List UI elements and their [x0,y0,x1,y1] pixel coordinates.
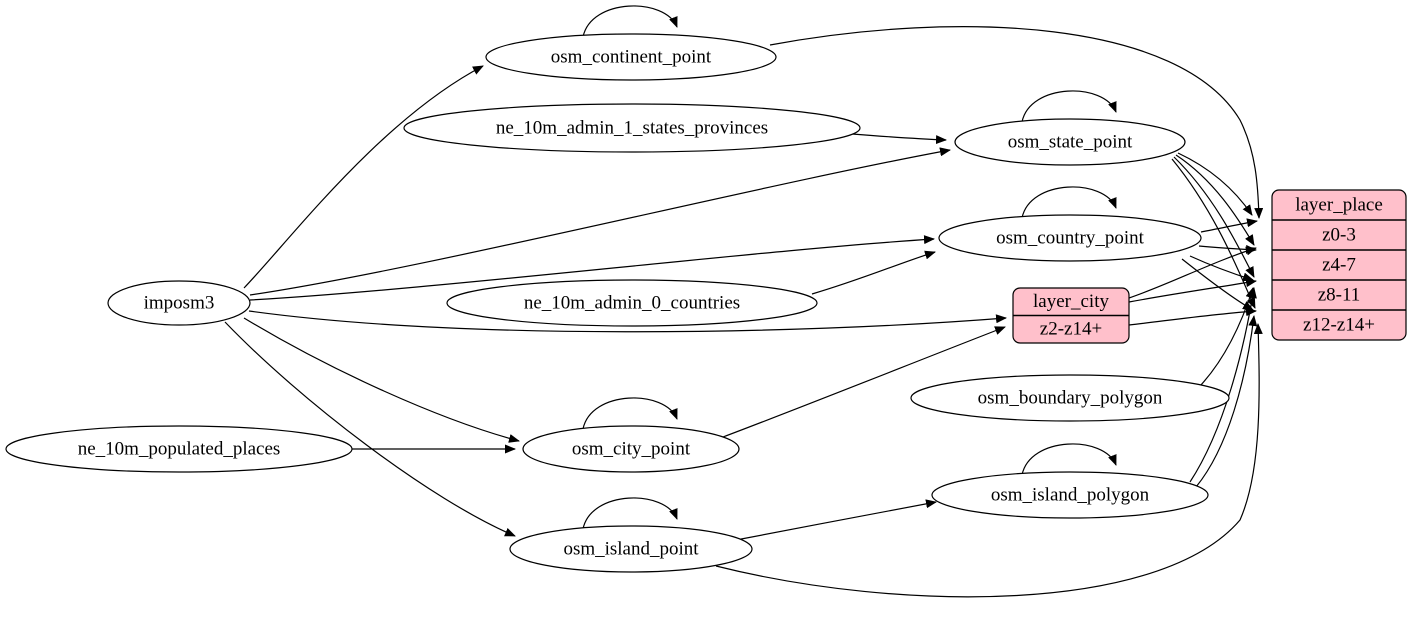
node-osm_continent_point[interactable]: osm_continent_point [485,33,777,81]
record-node-layer_city[interactable]: layer_city z2-z14+ [1012,287,1130,344]
edge-imposm3-to-osm_continent_point [243,65,484,289]
node-shape-ne_10m_populated_places [5,425,353,473]
self-loop-osm_island_polygon [1021,443,1117,476]
edge-layer_city-to-layer_place-z12-z14+ [1128,307,1257,326]
node-label-osm_boundary_polygon: osm_boundary_polygon [978,387,1163,408]
edge-ne_10m_admin_1_states_provinces-to-osm_state_point [851,133,947,145]
node-ne_10m_populated_places[interactable]: ne_10m_populated_places [5,425,353,473]
node-osm_state_point[interactable]: osm_state_point [954,118,1186,166]
record-row-label-layer_place-4[interactable]: z12-z14+ [1303,314,1375,335]
record-row-label-layer_city-0[interactable]: layer_city [1033,291,1109,312]
self-loop-osm_island_point [582,497,678,530]
node-osm_country_point[interactable]: osm_country_point [938,214,1202,262]
edge-layer_city-to-layer_place-z4-7 [1128,246,1257,299]
edge-osm_continent_point-to-layer_place-z0-3 [769,26,1264,219]
self-loop-osm_continent_point [582,5,678,38]
record-box-layer_place [1271,189,1407,341]
record-row-label-layer_place-2[interactable]: z4-7 [1322,254,1356,275]
node-label-osm_continent_point: osm_continent_point [551,46,712,67]
node-label-ne_10m_admin_0_countries: ne_10m_admin_0_countries [524,292,740,313]
edge-osm_country_point-to-layer_place-z12-z14+ [1181,258,1254,311]
edge-imposm3-to-osm_state_point [249,147,951,296]
node-shape-ne_10m_admin_0_countries [446,279,818,327]
edge-osm_country_point-to-layer_place-z8-11 [1189,255,1254,282]
node-label-osm_country_point: osm_country_point [996,227,1144,248]
edge-osm_city_point-to-layer_city [722,326,1006,438]
edge-imposm3-to-osm_country_point [249,235,935,301]
self-loop-osm_country_point [1021,186,1117,219]
record-row-label-layer_place-3[interactable]: z8-11 [1318,284,1361,305]
node-osm_island_polygon[interactable]: osm_island_polygon [931,471,1209,519]
node-label-osm_city_point: osm_city_point [572,438,691,459]
node-shape-ne_10m_admin_1_states_provinces [403,103,861,153]
record-row-label-layer_city-1[interactable]: z2-z14+ [1040,319,1102,340]
record-row-label-layer_place-0[interactable]: layer_place [1295,194,1383,215]
node-osm_island_point[interactable]: osm_island_point [509,525,753,573]
nodes-layer: imposm3 ne_10m_populated_places osm_contin… [5,33,1407,573]
edge-osm_state_point-to-layer_place-z4-7 [1175,154,1255,246]
node-osm_boundary_polygon[interactable]: osm_boundary_polygon [910,374,1230,422]
edge-imposm3-to-layer_city [248,310,1007,333]
node-imposm3[interactable]: imposm3 [107,280,251,326]
node-label-imposm3: imposm3 [144,292,215,313]
self-loop-osm_state_point [1021,90,1117,123]
self-loop-osm_city_point [582,397,678,430]
node-label-osm_island_point: osm_island_point [563,538,699,559]
node-shape-osm_state_point [954,118,1186,166]
edge-osm_country_point-to-layer_place-z0-3 [1200,218,1258,233]
edge-osm_state_point-to-layer_place-z0-3 [1177,152,1253,216]
node-osm_city_point[interactable]: osm_city_point [522,425,740,473]
node-shape-osm_city_point [522,425,740,473]
node-shape-osm_boundary_polygon [910,374,1230,422]
node-ne_10m_admin_0_countries[interactable]: ne_10m_admin_0_countries [446,279,818,327]
edge-osm_state_point-to-layer_place-z8-11 [1173,156,1255,278]
edge-layer_city-to-layer_place-z8-11 [1128,278,1257,303]
edge-osm_boundary_polygon-to-layer_place-z8-11 [1199,287,1255,387]
node-shape-imposm3 [107,280,251,326]
edge-imposm3-to-osm_island_point [224,321,516,537]
edge-ne_10m_admin_0_countries-to-osm_country_point [811,250,936,295]
edge-osm_island_point-to-osm_island_polygon [735,499,937,541]
record-row-label-layer_place-1[interactable]: z0-3 [1322,224,1356,245]
edge-osm_island_polygon-to-layer_place-z8-11 [1189,287,1257,483]
edges-layer [224,5,1264,598]
record-node-layer_place[interactable]: layer_place z0-3 z4-7 z8-11 z12-z14+ [1271,189,1407,341]
node-label-osm_island_polygon: osm_island_polygon [991,484,1150,505]
node-ne_10m_admin_1_states_provinces[interactable]: ne_10m_admin_1_states_provinces [403,103,861,153]
node-shape-osm_island_polygon [931,471,1209,519]
edge-imposm3-to-osm_city_point [243,317,520,443]
node-label-ne_10m_admin_1_states_provinces: ne_10m_admin_1_states_provinces [496,117,768,138]
edge-osm_island_point-to-layer_place-z12-z14+ [715,323,1263,598]
node-label-osm_state_point: osm_state_point [1008,131,1133,152]
edge-osm_island_polygon-to-layer_place-z12-z14+ [1195,315,1258,488]
node-shape-osm_country_point [938,214,1202,262]
node-shape-osm_island_point [509,525,753,573]
node-label-ne_10m_populated_places: ne_10m_populated_places [78,438,281,459]
node-shape-osm_continent_point [485,33,777,81]
